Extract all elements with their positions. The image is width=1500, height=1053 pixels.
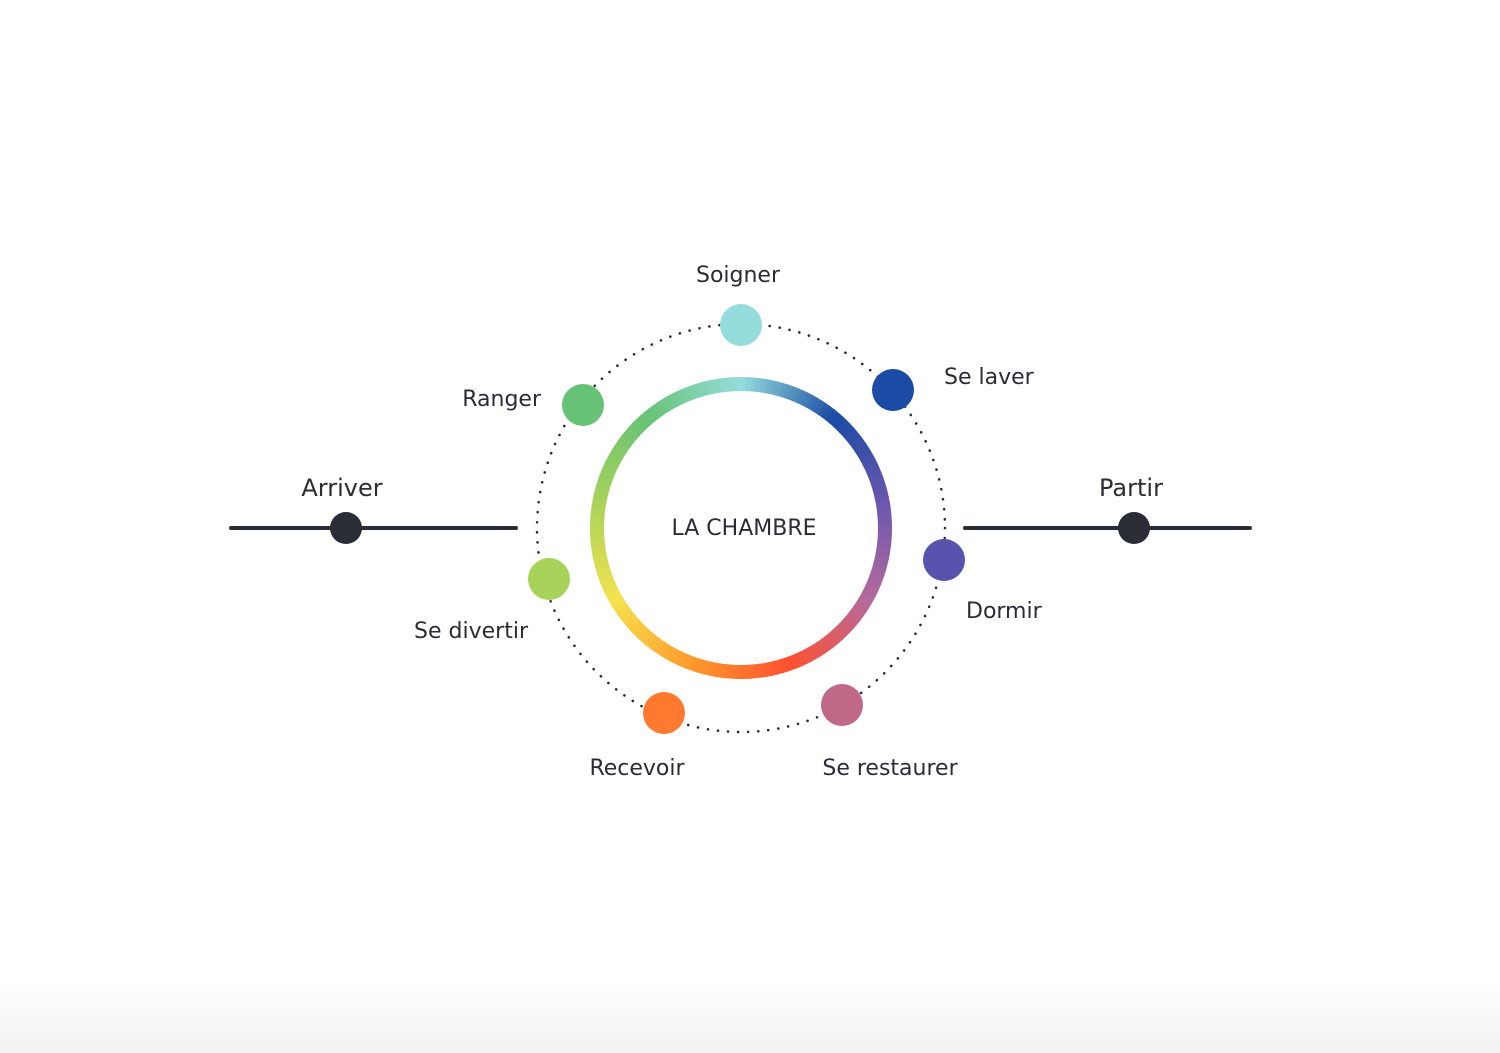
activity-dormir[interactable]: Dormir xyxy=(923,539,1043,624)
endpoint-label-arriver: Arriver xyxy=(301,474,382,502)
gradient-ring xyxy=(590,377,892,679)
activity-se-laver[interactable]: Se laver xyxy=(872,365,1035,411)
dotted-orbit xyxy=(535,322,947,734)
bottom-shade xyxy=(0,983,1500,1053)
endpoint-label-partir: Partir xyxy=(1099,474,1163,502)
activity-soigner[interactable]: Soigner xyxy=(696,263,781,346)
activity-node[interactable] xyxy=(923,539,965,581)
activity-node[interactable] xyxy=(528,558,570,600)
activity-label: Se restaurer xyxy=(822,756,958,781)
activity-recevoir[interactable]: Recevoir xyxy=(589,692,686,781)
activity-label: Se divertir xyxy=(414,619,529,644)
activity-label: Soigner xyxy=(696,263,781,288)
right-timeline: Partir xyxy=(963,474,1252,544)
activity-se-divertir[interactable]: Se divertir xyxy=(414,558,570,644)
center-label: LA CHAMBRE xyxy=(671,516,816,541)
activity-label: Ranger xyxy=(462,387,542,412)
activity-label: Recevoir xyxy=(589,756,685,781)
activity-label: Dormir xyxy=(966,599,1043,624)
activity-se-restaurer[interactable]: Se restaurer xyxy=(821,684,959,781)
left-timeline: Arriver xyxy=(229,474,518,544)
activity-label: Se laver xyxy=(944,365,1035,390)
activity-node[interactable] xyxy=(720,304,762,346)
activity-node[interactable] xyxy=(872,369,914,411)
right-timeline-node[interactable] xyxy=(1118,512,1150,544)
left-timeline-node[interactable] xyxy=(330,512,362,544)
activity-node[interactable] xyxy=(821,684,863,726)
activity-node[interactable] xyxy=(562,384,604,426)
activity-node[interactable] xyxy=(643,692,685,734)
activity-ranger[interactable]: Ranger xyxy=(462,384,604,426)
